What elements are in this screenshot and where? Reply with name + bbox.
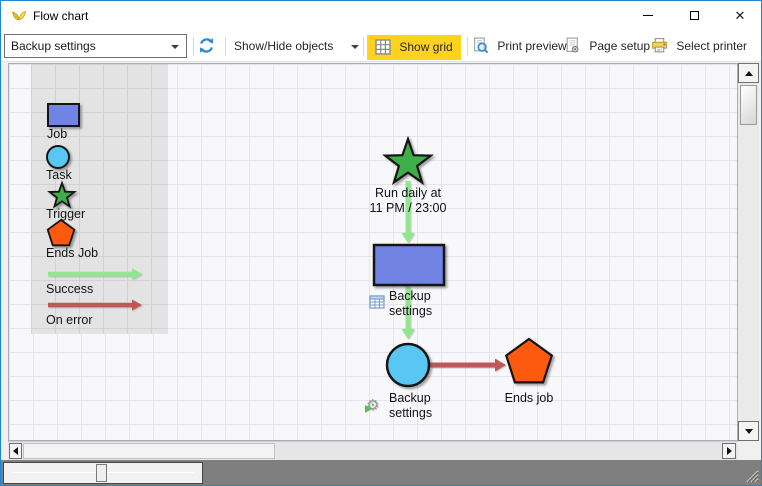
legend-trigger-shape bbox=[47, 180, 77, 209]
horizontal-scroll-thumb[interactable] bbox=[23, 443, 275, 459]
maximize-button[interactable] bbox=[671, 1, 717, 30]
status-bar bbox=[1, 460, 761, 485]
legend-task-shape bbox=[46, 145, 70, 169]
grid-icon bbox=[375, 39, 391, 55]
edge-trigger-to-job-arrowhead bbox=[401, 233, 415, 243]
job-table-icon bbox=[369, 295, 385, 309]
triangle-right-icon bbox=[726, 447, 732, 455]
minimize-icon bbox=[643, 15, 653, 17]
toolbar-separator bbox=[225, 37, 226, 56]
end-node-pentagon[interactable] bbox=[504, 337, 554, 384]
task-node-label: Backup settings bbox=[389, 391, 433, 420]
gear-arrow-icon bbox=[365, 405, 372, 413]
printer-icon bbox=[652, 38, 667, 53]
client-area: Job Task Trigger Ends Job Success On err… bbox=[1, 62, 761, 485]
vertical-scrollbar[interactable] bbox=[738, 63, 759, 441]
print-preview-icon bbox=[474, 37, 489, 54]
toolbar: Backup settings Show/Hide objects Show g… bbox=[1, 31, 761, 62]
triangle-left-icon bbox=[13, 447, 18, 455]
triangle-down-icon bbox=[744, 428, 753, 434]
toolbar-separator bbox=[363, 37, 364, 56]
legend-task-label: Task bbox=[46, 168, 72, 182]
end-node-label: Ends job bbox=[504, 391, 554, 405]
scroll-right-button[interactable] bbox=[722, 443, 736, 459]
close-button[interactable]: ✕ bbox=[717, 1, 761, 30]
show-grid-label: Show grid bbox=[399, 40, 453, 54]
title-bar[interactable]: Flow chart ✕ bbox=[1, 1, 761, 31]
print-preview-label: Print preview bbox=[497, 39, 567, 53]
legend-endsjob-shape bbox=[46, 218, 76, 247]
job-selector-combobox[interactable]: Backup settings bbox=[4, 34, 187, 58]
legend-onerror-arrowhead bbox=[132, 299, 142, 311]
minimize-button[interactable] bbox=[625, 1, 671, 30]
refresh-button[interactable] bbox=[198, 34, 222, 59]
legend-job-label: Job bbox=[47, 127, 68, 141]
trigger-node-label: Run daily at 11 PM / 23:00 bbox=[369, 186, 447, 215]
select-printer-label: Select printer bbox=[676, 39, 748, 53]
maximize-icon bbox=[689, 11, 699, 21]
toolbar-separator bbox=[467, 37, 468, 56]
legend-success-arrowhead bbox=[132, 268, 142, 280]
vertical-scroll-thumb[interactable] bbox=[740, 85, 757, 125]
flow-chart-canvas[interactable]: Job Task Trigger Ends Job Success On err… bbox=[8, 63, 738, 441]
refresh-icon bbox=[199, 38, 214, 54]
page-setup-label: Page setup bbox=[589, 39, 651, 53]
chevron-down-icon bbox=[350, 44, 359, 49]
trigger-node-star[interactable] bbox=[382, 135, 434, 186]
resize-grip[interactable] bbox=[746, 470, 759, 483]
scroll-up-button[interactable] bbox=[738, 63, 759, 83]
job-selector-value: Backup settings bbox=[11, 39, 96, 53]
show-grid-button[interactable]: Show grid bbox=[367, 35, 461, 60]
triangle-up-icon bbox=[744, 70, 753, 76]
zoom-slider-panel bbox=[3, 462, 203, 484]
task-gear-icon: ⚙ bbox=[365, 397, 380, 414]
show-hide-objects-button[interactable]: Show/Hide objects bbox=[234, 34, 359, 59]
print-preview-button[interactable]: Print preview bbox=[472, 34, 567, 59]
horizontal-scrollbar[interactable] bbox=[8, 441, 738, 460]
close-icon: ✕ bbox=[734, 8, 746, 23]
chevron-down-icon bbox=[171, 45, 179, 49]
job-node-rectangle[interactable] bbox=[372, 243, 446, 287]
legend-success-label: Success bbox=[46, 282, 94, 296]
page-setup-button[interactable]: Page setup bbox=[564, 34, 650, 59]
show-hide-objects-label: Show/Hide objects bbox=[234, 39, 334, 53]
job-node-label: Backup settings bbox=[389, 289, 433, 318]
scroll-down-button[interactable] bbox=[738, 421, 759, 441]
legend-endsjob-label: Ends Job bbox=[46, 246, 99, 260]
app-logo-icon bbox=[12, 10, 27, 21]
legend-onerror-label: On error bbox=[46, 313, 93, 327]
legend-job-shape bbox=[47, 103, 80, 127]
window-title: Flow chart bbox=[33, 9, 89, 23]
scroll-left-button[interactable] bbox=[9, 443, 22, 459]
edge-job-to-task-arrowhead bbox=[401, 329, 415, 339]
task-node-circle[interactable] bbox=[385, 342, 431, 388]
zoom-slider-thumb[interactable] bbox=[96, 464, 107, 482]
page-setup-icon bbox=[566, 37, 579, 53]
toolbar-separator bbox=[193, 37, 194, 56]
flow-chart-shapes bbox=[46, 103, 554, 388]
edge-task-to-end-arrowhead bbox=[495, 358, 506, 372]
select-printer-button[interactable]: Select printer bbox=[651, 34, 747, 59]
legend-trigger-label: Trigger bbox=[46, 207, 86, 221]
